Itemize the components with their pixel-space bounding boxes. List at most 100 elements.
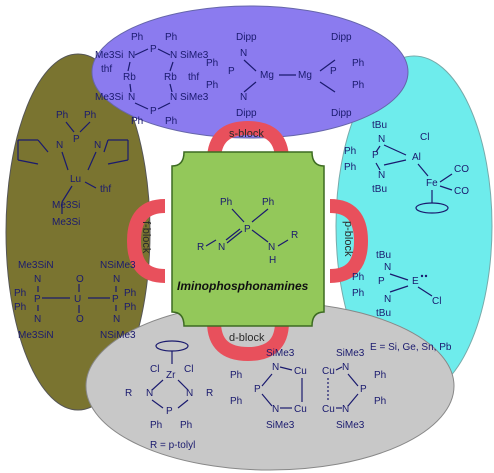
center-r1: R [197, 242, 204, 253]
d-block-legend: R = p-tolyl [150, 440, 195, 451]
svg-text:P: P [150, 106, 157, 117]
svg-text:P: P [34, 294, 41, 305]
svg-text:P: P [254, 384, 261, 395]
svg-text:Me3SiN: Me3SiN [18, 260, 54, 271]
svg-text:Ph: Ph [374, 396, 386, 407]
f-block-arc [126, 199, 166, 283]
svg-text:N: N [272, 362, 279, 373]
svg-text:Me3Si: Me3Si [52, 200, 80, 211]
svg-text:N: N [384, 294, 391, 305]
svg-text:Cu: Cu [322, 366, 335, 377]
d-block-zr-complex: Cl Zr Cl R N N R P Ph Ph [125, 340, 213, 431]
f-block-lu-complex: Ph Ph P N N Lu thf Me3Si Me3Si [17, 110, 129, 228]
center-molecule: Ph Ph P R N N H R [197, 197, 298, 266]
svg-text:Cl: Cl [432, 296, 441, 307]
svg-text:N: N [170, 92, 177, 103]
svg-text:Ph: Ph [206, 58, 218, 69]
svg-text:tBu: tBu [372, 184, 387, 195]
svg-text:thf: thf [101, 64, 112, 75]
svg-text:Me3Si: Me3Si [52, 217, 80, 228]
svg-text:Ph: Ph [165, 32, 177, 43]
svg-text:CO: CO [454, 164, 469, 175]
svg-text:Me3SiN: Me3SiN [18, 330, 54, 341]
svg-text:N: N [113, 314, 120, 325]
svg-text:Ph: Ph [352, 288, 364, 299]
svg-text:Ph: Ph [180, 420, 192, 431]
svg-text:N: N [342, 404, 349, 415]
svg-text:Zr: Zr [166, 370, 176, 381]
p-block-arc [329, 199, 369, 283]
svg-text:Ph: Ph [344, 162, 356, 173]
svg-text:N: N [240, 48, 247, 59]
svg-text:Cl: Cl [184, 364, 193, 375]
p-block-al-complex: tBu N Cl Ph P Al Ph N tBu Fe CO CO [344, 120, 469, 214]
svg-text:Ph: Ph [14, 302, 26, 313]
f-block-ellipse [5, 53, 151, 411]
svg-text:Ph: Ph [84, 110, 96, 121]
svg-text:Ph: Ph [206, 80, 218, 91]
svg-text:Ph: Ph [352, 58, 364, 69]
svg-text:Ph: Ph [14, 288, 26, 299]
svg-text:Cu: Cu [294, 366, 307, 377]
svg-text:N: N [34, 314, 41, 325]
svg-text:R: R [125, 388, 132, 399]
svg-text:thf: thf [188, 72, 199, 83]
svg-text:tBu: tBu [372, 120, 387, 131]
svg-text:Mg: Mg [260, 70, 274, 81]
center-ph2: Ph [262, 197, 274, 208]
svg-text:SiMe3: SiMe3 [180, 92, 209, 103]
svg-text:Lu: Lu [70, 174, 81, 185]
p-block-e-complex: tBu N Ph P E Cl Ph N tBu [352, 250, 441, 319]
svg-text:N: N [146, 388, 153, 399]
svg-text:Ph: Ph [56, 110, 68, 121]
svg-text:Dipp: Dipp [331, 32, 352, 43]
svg-text:NSiMe3: NSiMe3 [100, 260, 136, 271]
svg-text:P: P [378, 276, 385, 287]
d-block-arc [207, 321, 289, 362]
svg-text:Dipp: Dipp [236, 32, 257, 43]
svg-text:N: N [342, 362, 349, 373]
svg-text:N: N [128, 50, 135, 61]
svg-text:Dipp: Dipp [236, 108, 257, 119]
svg-text:N: N [378, 170, 385, 181]
svg-text:Ph: Ph [352, 272, 364, 283]
svg-text:P: P [150, 44, 157, 55]
svg-text:N: N [272, 404, 279, 415]
svg-text:N: N [113, 274, 120, 285]
svg-text:Cu: Cu [322, 404, 335, 415]
f-block-label: f-block [140, 221, 152, 254]
svg-text:P: P [360, 384, 367, 395]
svg-text:tBu: tBu [376, 308, 391, 319]
center-n2: N [268, 242, 275, 253]
d-block-ellipse [85, 301, 455, 471]
svg-text:SiMe3: SiMe3 [266, 420, 295, 431]
svg-text:Al: Al [412, 152, 421, 163]
svg-text:N: N [378, 134, 385, 145]
svg-text:SiMe3: SiMe3 [336, 348, 365, 359]
svg-text:SiMe3: SiMe3 [336, 420, 365, 431]
svg-text:N: N [186, 388, 193, 399]
s-block-ellipse [91, 5, 409, 139]
svg-text:E: E [412, 276, 419, 287]
svg-text:Fe: Fe [426, 178, 438, 189]
svg-text:Ph: Ph [124, 302, 136, 313]
svg-text:U: U [74, 294, 81, 305]
svg-text:Ph: Ph [165, 116, 177, 127]
svg-text:P: P [73, 134, 80, 145]
svg-text:Cl: Cl [420, 132, 429, 143]
svg-text:SiMe3: SiMe3 [180, 50, 209, 61]
svg-text:N: N [128, 92, 135, 103]
svg-text:Mg: Mg [298, 70, 312, 81]
svg-text:CO: CO [454, 186, 469, 197]
svg-text:O: O [76, 274, 84, 285]
s-block-rb-complex: Ph Ph P Me3Si N N SiMe3 thf Rb Rb thf Me… [95, 32, 209, 127]
svg-text:Rb: Rb [123, 72, 136, 83]
svg-text:P: P [112, 294, 119, 305]
d-block-label: d-block [229, 332, 265, 344]
svg-text:Dipp: Dipp [331, 108, 352, 119]
svg-text:N: N [34, 274, 41, 285]
svg-text:N: N [384, 262, 391, 273]
svg-text:N: N [94, 140, 101, 151]
